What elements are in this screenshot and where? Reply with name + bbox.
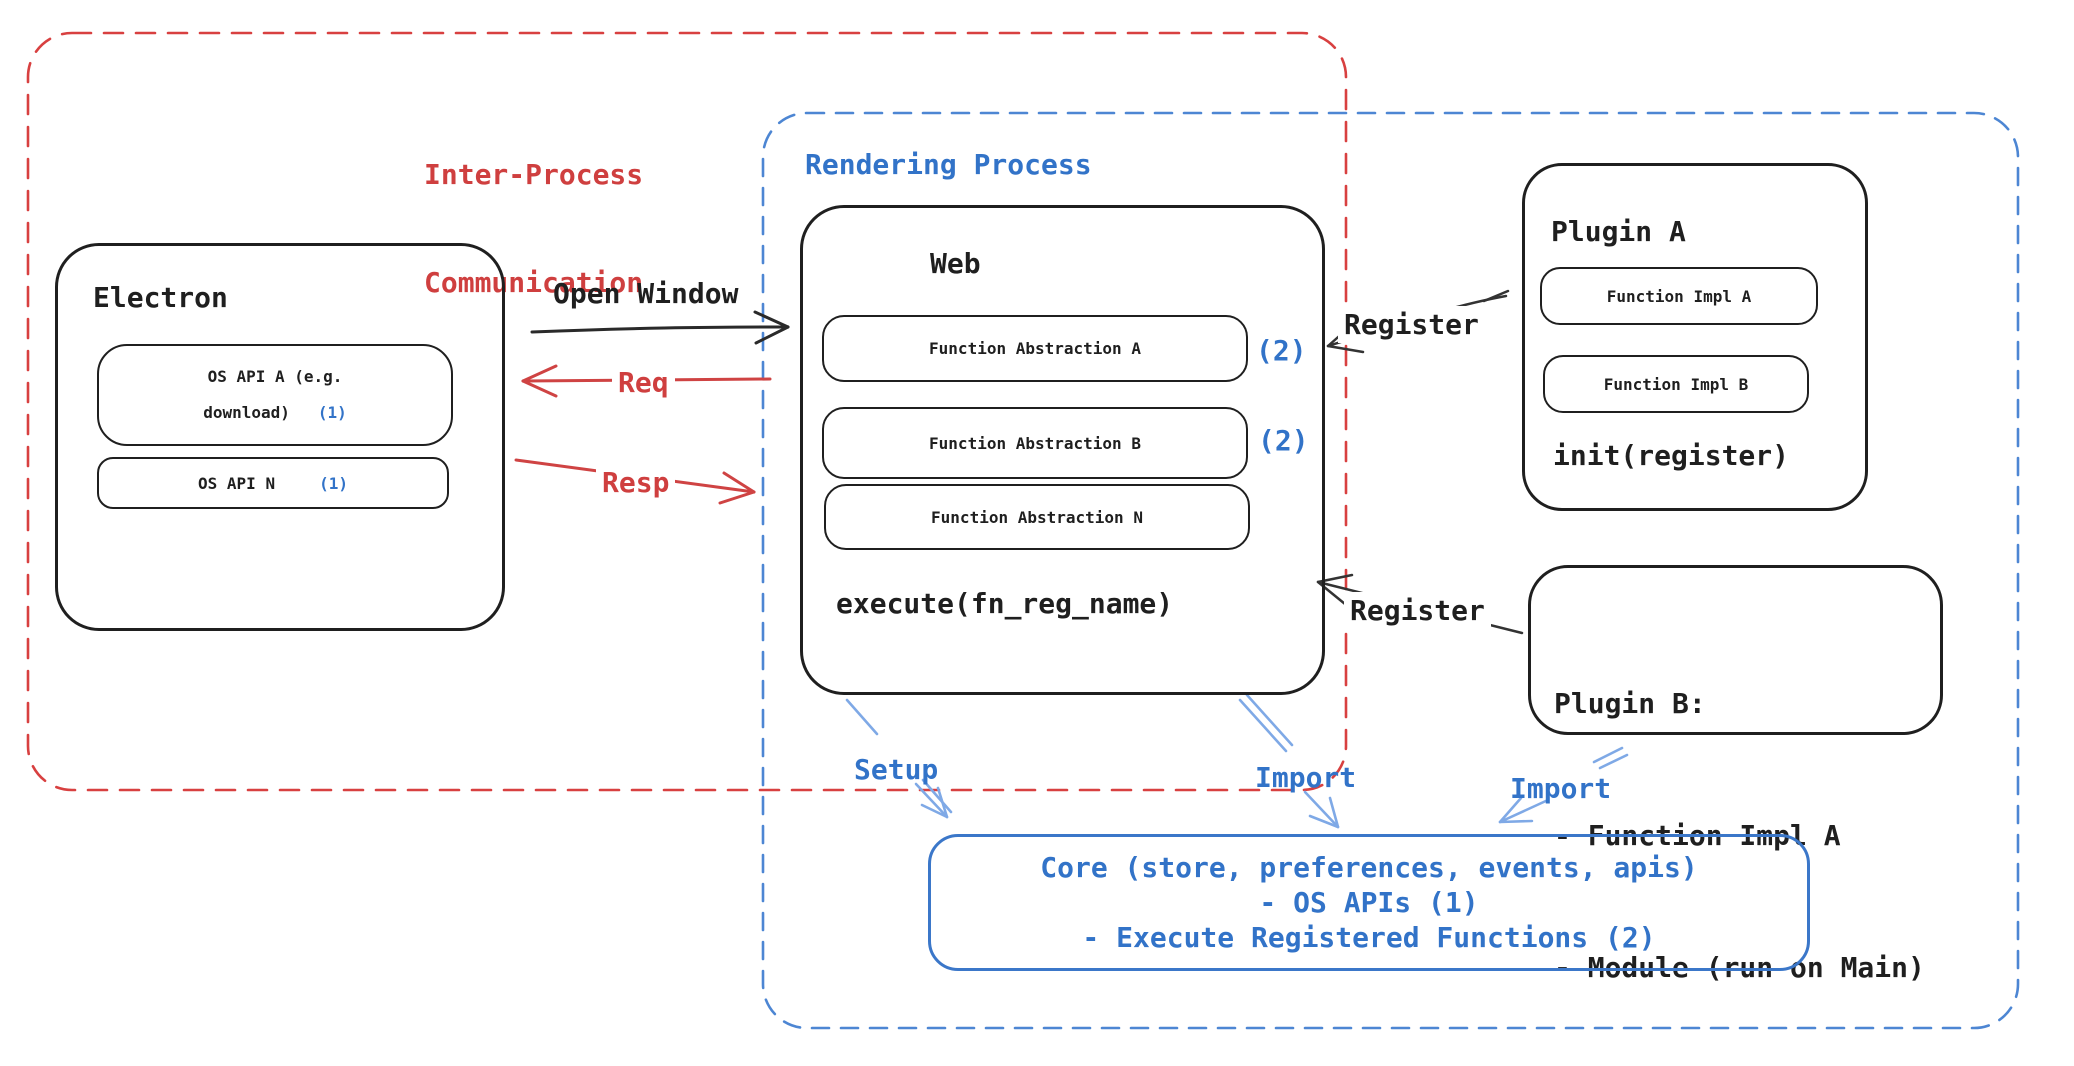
core-line2: - OS APIs (1) <box>1259 886 1479 919</box>
rendering-dashed-boundary <box>761 111 2020 1030</box>
fn-abstraction-b-label: Function Abstraction B <box>929 433 1141 453</box>
plugin-a-title: Plugin A <box>1551 215 1686 248</box>
fn-abstraction-a-ref: (2) <box>1256 334 1307 367</box>
plugin-b-box <box>1528 565 1943 735</box>
fn-abstraction-n-label: Function Abstraction N <box>931 507 1143 527</box>
ipc-dashed-boundary <box>26 31 1348 792</box>
core-line3: - Execute Registered Functions (2) <box>1082 921 1656 954</box>
plugin-a-impl-b-box: Function Impl B <box>1543 355 1809 413</box>
fn-abstraction-b-box: Function Abstraction B <box>822 407 1248 479</box>
fn-abstraction-n-box: Function Abstraction N <box>824 484 1250 550</box>
os-api-a-line2: download) (1) <box>203 395 347 431</box>
fn-abstraction-a-label: Function Abstraction A <box>929 339 1141 358</box>
register-b-label: Register <box>1344 592 1491 629</box>
os-api-a-line1: OS API A (e.g. <box>207 367 343 386</box>
setup-arrow <box>845 698 953 819</box>
plugin-b-title: Plugin B: <box>1554 687 1706 720</box>
plugin-a-impl-b-label: Function Impl B <box>1603 374 1749 394</box>
register-a-label: Register <box>1338 306 1485 343</box>
execute-label: execute(fn_reg_name) <box>836 587 1174 620</box>
core-line1: Core (store, preferences, events, apis) <box>1040 851 1698 884</box>
import-plugin-b-label: Import <box>1510 772 1612 805</box>
plugin-a-impl-a-box: Function Impl A <box>1540 267 1818 325</box>
web-title: Web <box>930 247 981 280</box>
plugin-a-init-label: init(register) <box>1553 439 1790 472</box>
plugin-a-impl-a-label: Function Impl A <box>1606 286 1752 306</box>
os-api-n-label: OS API N <box>198 473 276 493</box>
core-box: Core (store, preferences, events, apis) … <box>928 834 1810 971</box>
rendering-region-label: Rendering Process <box>805 148 1092 181</box>
import-core-arrow <box>1238 693 1340 829</box>
ipc-region-label-line2: Communication <box>424 266 644 299</box>
plugin-b-item2: - Module (run on Main) <box>1554 951 1925 984</box>
import-plugin-b-arrow <box>1498 746 1629 824</box>
web-box <box>800 205 1325 695</box>
open-window-label: Open Window <box>553 277 739 310</box>
fn-abstraction-b-ref: (2) <box>1258 424 1309 457</box>
fn-abstraction-a-box: Function Abstraction A <box>822 315 1248 382</box>
import-core-label: Import <box>1255 761 1357 794</box>
electron-box <box>55 243 505 631</box>
os-api-a-box: OS API A (e.g. download) (1) <box>97 344 453 446</box>
ipc-region-label: Inter-Process Communication <box>424 85 643 373</box>
setup-label: Setup <box>854 753 939 786</box>
os-api-a-ref: (1) <box>317 403 347 422</box>
plugin-b-text: Plugin B: - Function Impl A - Module (ru… <box>1554 594 1925 1066</box>
os-api-n-box: OS API N (1) <box>97 457 449 509</box>
ipc-region-label-line1: Inter-Process <box>424 158 644 191</box>
electron-title: Electron <box>93 281 228 314</box>
req-label: Req <box>612 364 675 401</box>
os-api-n-ref: (1) <box>319 473 348 493</box>
resp-label: Resp <box>596 464 676 501</box>
open-window-arrow <box>530 310 790 345</box>
plugin-a-box <box>1522 163 1868 511</box>
